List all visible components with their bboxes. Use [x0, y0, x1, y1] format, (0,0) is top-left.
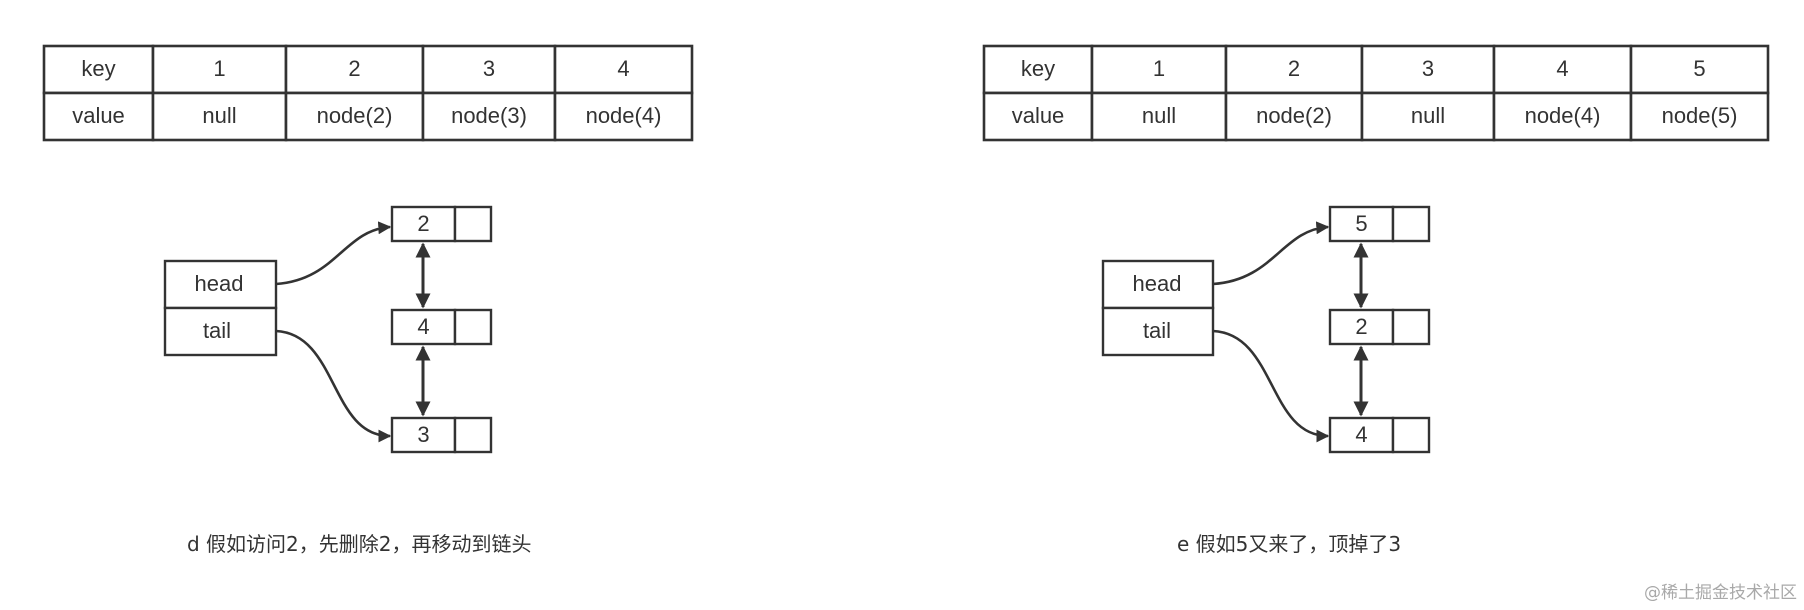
- hash-table-d: key value 1 null 2 node(2) 3 node(3) 4 n…: [42, 44, 694, 142]
- caption-d: d 假如访问2，先删除2，再移动到链头: [187, 532, 532, 556]
- table-key-cell: [1360, 44, 1496, 95]
- table-value-cell: [284, 91, 425, 142]
- head-arrow: [1212, 221, 1330, 286]
- list-node-pointer-cell: [1391, 205, 1431, 243]
- table-header-value-cell: [42, 91, 155, 142]
- table-value-cell: [1360, 91, 1496, 142]
- table-value-cell: [553, 91, 694, 142]
- table-value-text: node(3): [451, 103, 527, 128]
- list-node-value-cell: [1328, 308, 1395, 346]
- linked-list-d: 2 4 3: [275, 205, 493, 454]
- table-value-cell: [421, 91, 557, 142]
- list-node-value-cell: [1328, 416, 1395, 454]
- table-key-text: 2: [348, 56, 360, 81]
- hash-table-e: key value 1 null 2 node(2) 3 null 4 node…: [982, 44, 1770, 142]
- table-header-value-cell: [982, 91, 1094, 142]
- table-key-cell: [1224, 44, 1364, 95]
- table-key-text: 4: [617, 56, 629, 81]
- panel-d: key value 1 null 2 node(2) 3 node(3) 4 n…: [42, 44, 694, 556]
- list-node-pointer-cell: [1391, 308, 1431, 346]
- head-pointer-cell: [163, 259, 278, 310]
- table-key-text: 4: [1556, 56, 1568, 81]
- tail-pointer-cell: [163, 306, 278, 357]
- list-node-text: 4: [1355, 422, 1367, 447]
- table-value-text: node(2): [1256, 103, 1332, 128]
- table-value-text: null: [202, 103, 236, 128]
- list-node: 2: [1328, 308, 1431, 346]
- caption-e: e 假如5又来了，顶掉了3: [1177, 532, 1401, 556]
- list-node-pointer-cell: [1391, 416, 1431, 454]
- table-value-cell: [1224, 91, 1364, 142]
- list-node-text: 2: [1355, 314, 1367, 339]
- table-value-cell: [1629, 91, 1770, 142]
- panel-e: key value 1 null 2 node(2) 3 null 4 node…: [982, 44, 1770, 556]
- table-value-text: node(2): [317, 103, 393, 128]
- head-label: head: [195, 271, 244, 296]
- list-node: 3: [390, 416, 493, 454]
- table-key-text: 2: [1288, 56, 1300, 81]
- list-node-text: 4: [417, 314, 429, 339]
- head-arrow: [275, 221, 392, 286]
- tail-arrow: [1212, 329, 1330, 443]
- list-node-pointer-cell: [453, 308, 493, 346]
- linked-list-e: 5 2 4: [1212, 205, 1431, 454]
- table-key-text: 1: [1153, 56, 1165, 81]
- list-node-pointer-cell: [453, 416, 493, 454]
- table-key-text: 3: [1422, 56, 1434, 81]
- row-label-value: value: [72, 103, 125, 128]
- list-node-text: 3: [417, 422, 429, 447]
- table-value-text: node(4): [1525, 103, 1601, 128]
- table-value-text: node(4): [586, 103, 662, 128]
- list-node-pointer-cell: [453, 205, 493, 243]
- table-key-cell: [1629, 44, 1770, 95]
- list-node-value-cell: [1328, 205, 1395, 243]
- tail-arrow: [275, 329, 392, 443]
- list-node: 5: [1328, 205, 1431, 243]
- row-label-value: value: [1012, 103, 1065, 128]
- list-node-text: 2: [417, 211, 429, 236]
- list-node: 4: [1328, 416, 1431, 454]
- pointer-box-e: head tail: [1101, 259, 1215, 357]
- list-node: 2: [390, 205, 493, 243]
- tail-label: tail: [203, 318, 231, 343]
- table-value-text: node(5): [1662, 103, 1738, 128]
- row-label-key: key: [1021, 56, 1055, 81]
- list-node-text: 5: [1355, 211, 1367, 236]
- head-label: head: [1133, 271, 1182, 296]
- list-node: 4: [390, 308, 493, 346]
- table-key-text: 3: [483, 56, 495, 81]
- table-key-text: 5: [1693, 56, 1705, 81]
- tail-label: tail: [1143, 318, 1171, 343]
- table-value-text: null: [1142, 103, 1176, 128]
- watermark: @稀土掘金技术社区: [1644, 583, 1797, 603]
- table-value-text: null: [1411, 103, 1445, 128]
- table-key-cell: [1492, 44, 1633, 95]
- row-label-key: key: [81, 56, 115, 81]
- pointer-box-d: head tail: [163, 259, 278, 357]
- table-key-text: 1: [213, 56, 225, 81]
